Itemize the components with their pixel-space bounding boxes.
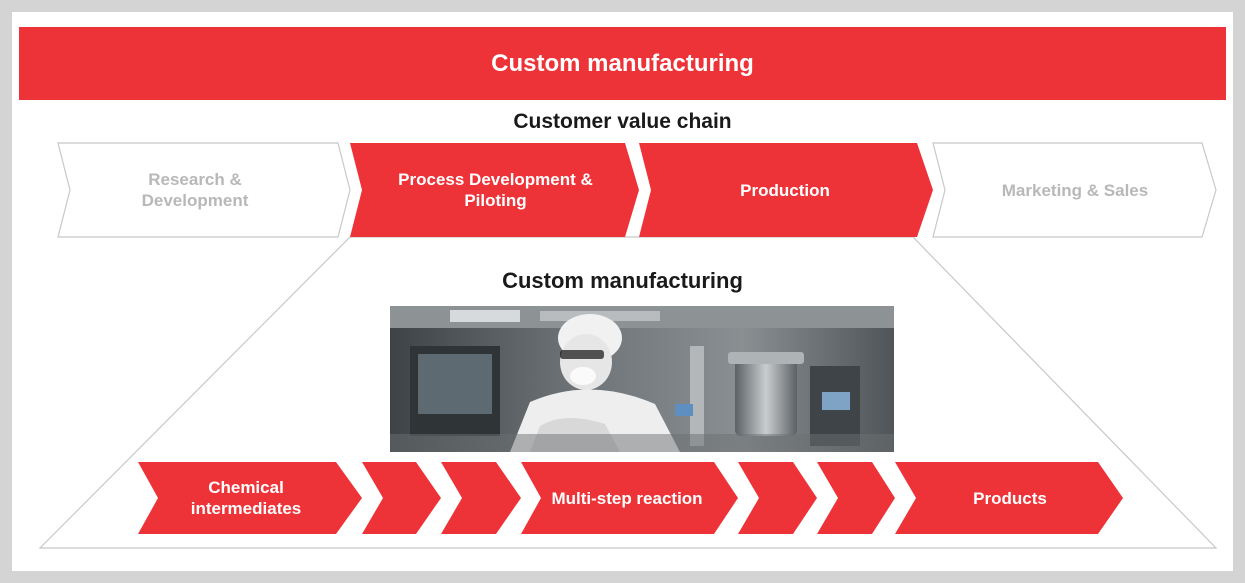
process-label-products: Products: [973, 488, 1047, 508]
step-label-production: Production: [740, 180, 830, 200]
process-label-multi-step-reaction: Multi-step reaction: [551, 488, 703, 508]
process-chevron-multi-step-reaction: [521, 462, 738, 534]
step-label-research-development: Research & Development: [141, 170, 249, 210]
chevron-research-development: [57, 142, 351, 238]
step-label-marketing-sales: Marketing & Sales: [1001, 180, 1149, 200]
process-label-chemical-intermediates: Chemical intermediates: [190, 478, 302, 518]
detail-title: Custom manufacturing: [502, 268, 743, 293]
process-chevron-small-3: [738, 462, 817, 534]
chevron-production: [639, 143, 933, 237]
value-chain-title: Customer value chain: [513, 110, 732, 133]
cleanroom-worker-image: [390, 306, 894, 452]
page-banner: Custom manufacturing: [19, 27, 1226, 100]
process-chevron-chemical-intermediates: [138, 462, 362, 534]
process-chevron-small-4: [817, 462, 895, 534]
process-chevron-small-2: [441, 462, 521, 534]
process-chevron-products: [895, 462, 1123, 534]
chevron-marketing-sales: [932, 142, 1217, 238]
process-chevron-small-1: [362, 462, 441, 534]
chevron-process-development: [350, 143, 639, 237]
banner-title: Custom manufacturing: [491, 49, 754, 77]
step-label-process-development: Process Development & Piloting: [398, 170, 593, 210]
